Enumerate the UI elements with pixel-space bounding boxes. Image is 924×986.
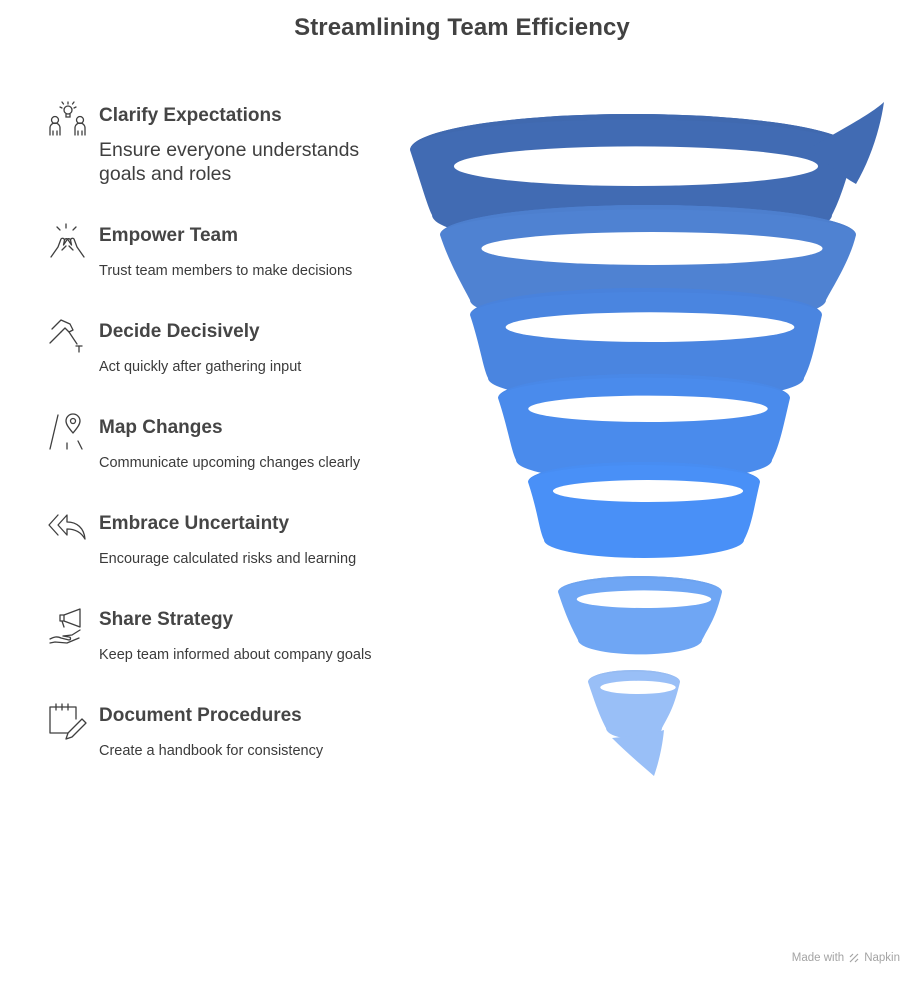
- step-description: Communicate upcoming changes clearly: [99, 455, 361, 471]
- step-description: Trust team members to make decisions: [99, 263, 353, 279]
- funnel-band-opening: [481, 232, 823, 265]
- funnel-band-opening: [528, 395, 768, 422]
- megaphone-hand-icon: [46, 605, 90, 649]
- funnel-band-opening: [453, 146, 819, 186]
- step-heading: Map Changes: [99, 417, 223, 438]
- funnel-band-body: [558, 576, 722, 655]
- funnel-band-body: [528, 462, 760, 558]
- step-description: Ensure everyone understands goals and ro…: [99, 139, 360, 185]
- funnel-band-lip: [497, 374, 790, 398]
- step-decide-decisively: Decide Decisively Act quickly after gath…: [46, 317, 416, 387]
- step-heading: Document Procedures: [99, 705, 302, 726]
- funnel-band-body: [588, 670, 680, 739]
- notepad-pen-icon: [46, 701, 90, 745]
- step-heading: Embrace Uncertainty: [99, 513, 290, 534]
- napkin-watermark: Made with Napkin: [792, 952, 900, 964]
- watermark-prefix: Made with: [791, 952, 845, 964]
- page-title: Streamlining Team Efficiency: [294, 14, 630, 41]
- step-empower-team: Empower Team Trust team members to make …: [46, 221, 416, 291]
- step-description: Create a handbook for consistency: [99, 743, 324, 759]
- napkin-logo-icon: [849, 953, 859, 963]
- funnel-band: [558, 576, 722, 655]
- step-description: Act quickly after gathering input: [99, 359, 302, 375]
- map-pin-icon: [46, 413, 90, 457]
- funnel-band-lip: [410, 114, 854, 150]
- funnel-band-lip: [440, 205, 856, 235]
- step-clarify-expectations: Clarify Expectations Ensure everyone und…: [46, 101, 416, 191]
- step-embrace-uncertainty: Embrace Uncertainty Encourage calculated…: [46, 509, 416, 579]
- step-heading: Empower Team: [99, 225, 239, 246]
- funnel-band-lip: [470, 288, 822, 315]
- spiral-funnel: [410, 102, 884, 776]
- gavel-icon: [46, 317, 90, 361]
- funnel-band-lip: [588, 670, 680, 682]
- funnel-band-lip: [558, 576, 722, 592]
- step-document-procedures: Document Procedures Create a handbook fo…: [46, 701, 416, 771]
- funnel-spiral-tail: [810, 102, 884, 184]
- step-description: Keep team informed about company goals: [99, 647, 372, 663]
- step-description: Encourage calculated risks and learning: [99, 551, 357, 567]
- funnel-band: [497, 374, 790, 482]
- funnel-band: [588, 670, 680, 739]
- funnel-band-lip: [528, 462, 760, 482]
- funnel-band-opening: [600, 680, 676, 695]
- people-lightbulb-icon: [46, 101, 90, 145]
- watermark-brand: Napkin: [864, 952, 900, 964]
- funnel-band: [470, 288, 822, 403]
- funnel-band-opening: [552, 480, 744, 502]
- step-heading: Share Strategy: [99, 609, 234, 630]
- funnel-band-opening: [505, 312, 795, 342]
- reply-all-arrow-icon: [46, 509, 90, 553]
- high-five-icon: [46, 221, 90, 265]
- funnel-band: [528, 462, 760, 558]
- step-share-strategy: Share Strategy Keep team informed about …: [46, 605, 416, 675]
- step-heading: Decide Decisively: [99, 321, 260, 342]
- funnel-tip: [612, 730, 664, 776]
- step-map-changes: Map Changes Communicate upcoming changes…: [46, 413, 416, 483]
- step-heading: Clarify Expectations: [99, 105, 282, 126]
- funnel-band-opening: [576, 590, 712, 608]
